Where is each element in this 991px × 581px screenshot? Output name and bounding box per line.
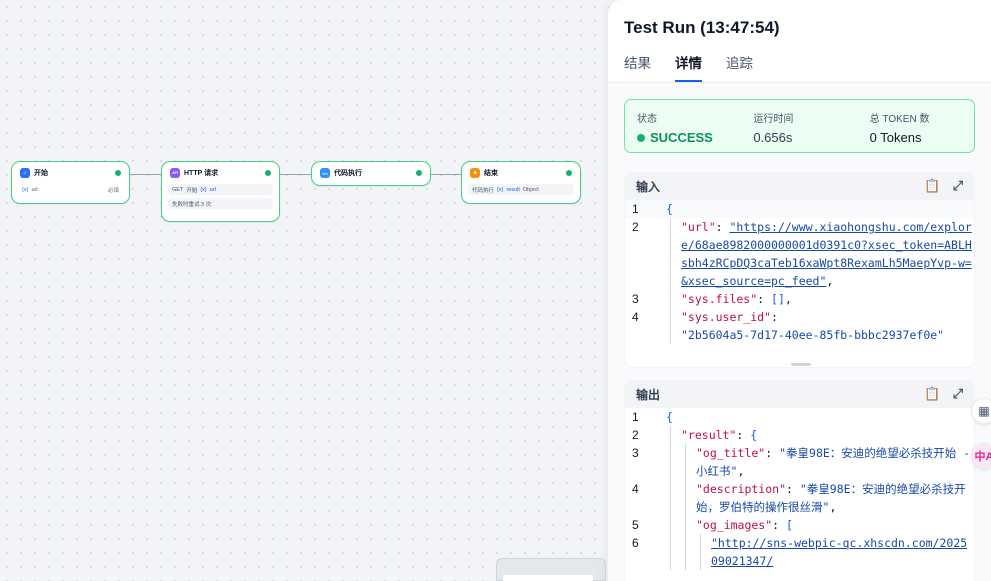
json-key: "description" bbox=[696, 482, 787, 496]
variable-icon: {x} bbox=[200, 186, 207, 193]
end-var: result bbox=[506, 186, 520, 193]
end-source-node: 代码执行 bbox=[472, 187, 495, 194]
http-source-node: 开始 bbox=[186, 187, 198, 194]
input-title: 输入 bbox=[636, 179, 661, 194]
json-key: "sys.files" bbox=[681, 292, 758, 306]
variable-icon: {x} bbox=[22, 186, 29, 193]
json-value: "2b5604a5-7d17-40ee-85fb-bbbc2937ef0e" bbox=[681, 328, 945, 342]
output-title: 输出 bbox=[636, 387, 661, 402]
translate-icon[interactable]: 中A bbox=[971, 443, 991, 469]
code-brace: { bbox=[666, 202, 673, 216]
tab-divider bbox=[608, 82, 991, 83]
json-value: [] bbox=[771, 292, 785, 306]
http-retry-text: 失败时重试 3 次 bbox=[172, 201, 212, 208]
panel-tabs: 结果 详情 追踪 bbox=[624, 52, 753, 82]
tab-detail[interactable]: 详情 bbox=[675, 52, 702, 82]
tokens-label: 总 TOKEN 数 bbox=[869, 114, 930, 125]
tab-result[interactable]: 结果 bbox=[624, 56, 651, 71]
tokens-value: 0 Tokens bbox=[869, 130, 922, 145]
end-var-type: Object bbox=[522, 186, 539, 193]
edge-start-http bbox=[130, 174, 161, 175]
success-check-icon bbox=[265, 170, 271, 176]
home-icon: ⌂ bbox=[20, 168, 30, 178]
output-code[interactable]: 1{ 2"result": { 3"og_title": "拳皇98E：安迪的绝… bbox=[625, 408, 974, 581]
success-check-icon bbox=[416, 170, 422, 176]
json-key: "sys.user_id" bbox=[681, 310, 772, 324]
minimap[interactable] bbox=[496, 558, 606, 581]
code-icon: </> bbox=[320, 168, 330, 178]
json-key: "og_images" bbox=[696, 518, 773, 532]
edge-code-end bbox=[431, 174, 461, 175]
node-http-request[interactable]: API HTTP 请求 GET 开始 {x} url 失败时重试 3 次 bbox=[161, 161, 280, 222]
api-icon: API bbox=[170, 168, 180, 178]
required-tag: 必填 bbox=[107, 187, 119, 194]
copy-icon[interactable]: 📋 bbox=[924, 178, 941, 193]
scroll-handle[interactable] bbox=[791, 363, 811, 366]
json-key: "url" bbox=[681, 220, 716, 234]
json-key: "result" bbox=[681, 428, 737, 442]
status-label: 状态 bbox=[637, 114, 657, 125]
expand-icon[interactable]: ⤢ bbox=[952, 386, 963, 401]
success-check-icon bbox=[566, 170, 572, 176]
node-code[interactable]: </> 代码执行 bbox=[311, 161, 431, 186]
json-url-value[interactable]: "https://www.xiaohongshu.com/explore/68a… bbox=[681, 220, 972, 288]
test-run-panel: Test Run (13:47:54) 结果 详情 追踪 状态 SUCCESS … bbox=[607, 0, 991, 581]
output-card: 输出 📋 ⤢ 1{ 2"result": { 3"og_title": "拳皇9… bbox=[624, 380, 975, 581]
success-dot-icon bbox=[637, 133, 645, 142]
node-start-var: url bbox=[31, 186, 38, 193]
panel-title: Test Run (13:47:54) bbox=[624, 18, 780, 37]
apps-grid-icon[interactable]: ▦ bbox=[971, 398, 991, 424]
tab-trace[interactable]: 追踪 bbox=[726, 56, 753, 71]
node-end-title: 结束 bbox=[484, 170, 498, 177]
success-check-icon bbox=[115, 170, 121, 176]
input-card: 输入 📋 ⤢ 1{ 2"url": "https://www.xiaohongs… bbox=[624, 172, 975, 368]
node-code-title: 代码执行 bbox=[334, 170, 362, 177]
http-method: GET bbox=[172, 186, 184, 193]
json-key: "og_title" bbox=[696, 446, 766, 460]
variable-icon: {x} bbox=[497, 186, 504, 193]
node-http-title: HTTP 请求 bbox=[184, 170, 219, 177]
panel-body[interactable]: 状态 SUCCESS 运行时间 0.656s 总 TOKEN 数 0 Token… bbox=[608, 83, 991, 581]
expand-icon[interactable]: ⤢ bbox=[952, 178, 963, 193]
code-brace: { bbox=[666, 410, 673, 424]
runtime-value: 0.656s bbox=[753, 130, 793, 145]
json-value: "拳皇98E：安迪的绝望必杀技开始 - 小红书" bbox=[696, 446, 971, 478]
status-card: 状态 SUCCESS 运行时间 0.656s 总 TOKEN 数 0 Token… bbox=[624, 99, 975, 153]
minimap-viewport bbox=[503, 575, 593, 581]
node-start[interactable]: ⌂ 开始 {x} url 必填 bbox=[11, 161, 130, 204]
input-code[interactable]: 1{ 2"url": "https://www.xiaohongshu.com/… bbox=[625, 200, 974, 367]
edge-http-code bbox=[280, 174, 311, 175]
copy-icon[interactable]: 📋 bbox=[924, 386, 941, 401]
end-icon: ■ bbox=[470, 168, 480, 178]
node-start-title: 开始 bbox=[34, 170, 48, 177]
json-value: "拳皇98E：安迪的绝望必杀技开始，罗伯特的操作很丝滑" bbox=[696, 482, 966, 514]
http-var: url bbox=[209, 186, 216, 193]
node-end[interactable]: ■ 结束 代码执行 {x} result Object bbox=[461, 161, 581, 204]
runtime-label: 运行时间 bbox=[753, 114, 794, 125]
json-url-value[interactable]: "http://sns-webpic-qc.xhscdn.com/2025090… bbox=[711, 536, 968, 568]
status-value: SUCCESS bbox=[650, 130, 713, 145]
